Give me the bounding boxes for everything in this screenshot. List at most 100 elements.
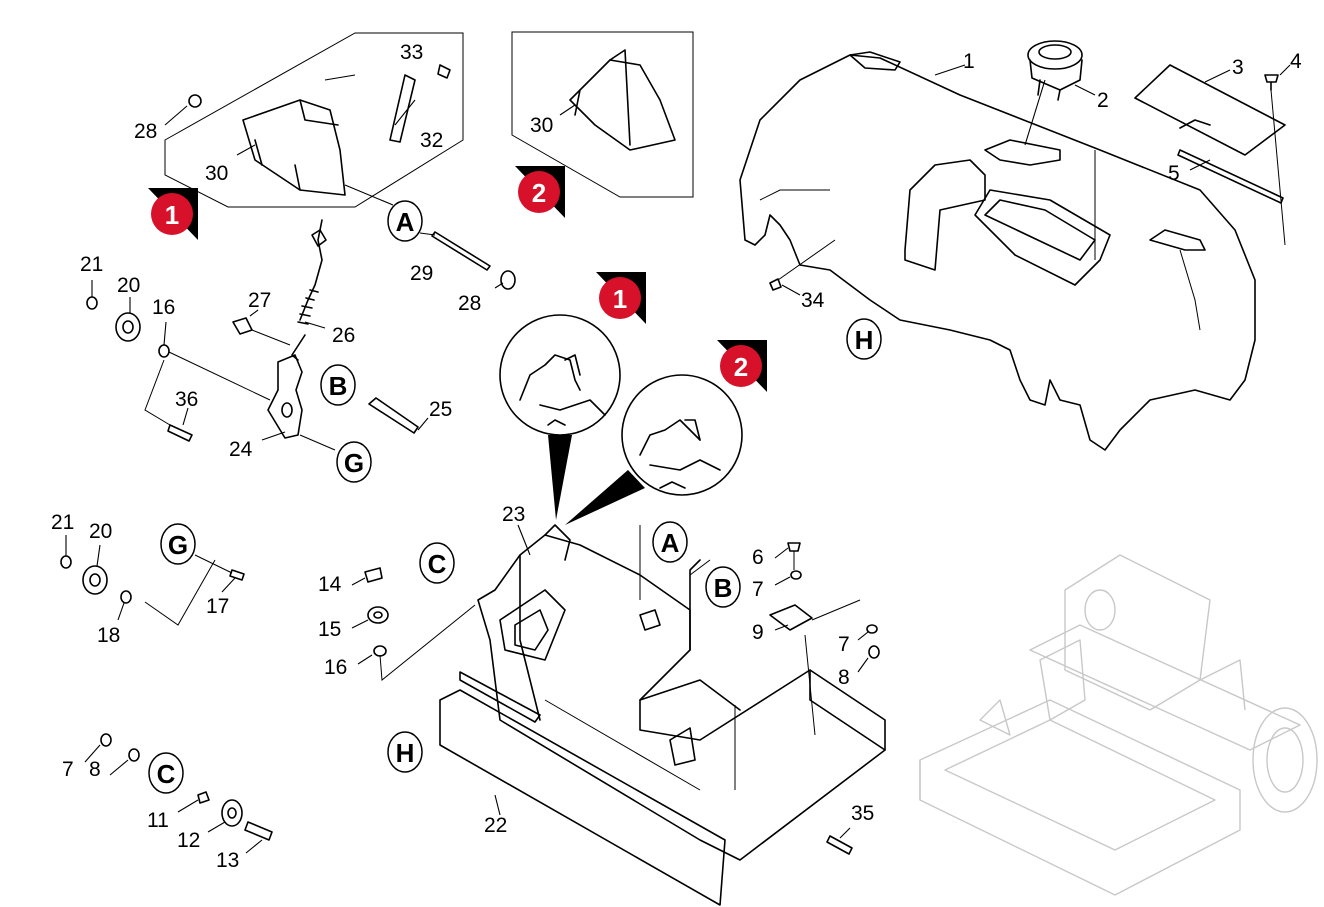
label-part-36: 36 [175, 388, 198, 411]
nut-21-lower [60, 535, 72, 569]
washer-18 [117, 559, 216, 626]
rod-29 [419, 231, 491, 271]
svg-text:G: G [168, 530, 188, 560]
bolt-13 [244, 821, 273, 854]
label-part-3: 3 [1232, 56, 1244, 79]
label-part-1: 1 [963, 50, 975, 73]
label-part-26: 26 [332, 324, 355, 347]
svg-text:1: 1 [165, 200, 179, 230]
label-part-25: 25 [429, 398, 452, 421]
screw-4 [1264, 64, 1291, 246]
overview-assembly-ghost [919, 554, 1318, 896]
label-part-8-left: 8 [89, 758, 101, 781]
label-part-30-frame1: 30 [205, 162, 228, 185]
svg-text:B: B [714, 573, 733, 603]
svg-text:2: 2 [532, 178, 546, 208]
label-part-12: 12 [177, 829, 200, 852]
zoom-detail-2 [565, 374, 743, 525]
svg-text:1: 1 [613, 284, 627, 314]
svg-text:B: B [329, 371, 348, 401]
label-part-8-right: 8 [838, 666, 850, 689]
label-part-20-upper: 20 [117, 274, 140, 297]
label-part-20-lower: 20 [89, 520, 112, 543]
stud-35 [826, 827, 853, 855]
svg-text:H: H [855, 325, 874, 355]
label-part-5: 5 [1168, 162, 1180, 185]
ref-B-lower: B [705, 566, 741, 608]
nut-21-upper [86, 280, 98, 310]
ref-B-upper: B [320, 364, 356, 406]
ref-A-upper: A [387, 200, 423, 242]
svg-text:H: H [396, 738, 415, 768]
label-part-7-upper: 7 [752, 578, 764, 601]
screw-6 [774, 542, 801, 570]
label-part-22: 22 [484, 814, 507, 837]
svg-text:2: 2 [734, 352, 748, 382]
bushing-15 [351, 606, 389, 629]
label-part-14: 14 [318, 573, 342, 596]
bracket-24 [261, 354, 336, 451]
fuel-cap [1027, 40, 1096, 101]
label-part-34: 34 [801, 289, 825, 312]
washer-16-upper [144, 321, 271, 426]
label-part-9: 9 [752, 621, 764, 644]
nut-8-right [857, 645, 880, 673]
label-part-33: 33 [400, 41, 423, 64]
side-plate-22 [439, 671, 726, 906]
bracket-9 [769, 599, 861, 736]
svg-text:C: C [428, 549, 447, 579]
label-part-15: 15 [318, 618, 341, 641]
label-part-17: 17 [206, 595, 229, 618]
washer-28 [494, 270, 516, 290]
svg-text:G: G [344, 448, 364, 478]
label-part-21-upper: 21 [80, 253, 103, 276]
nut-8-left [84, 733, 112, 763]
label-part-18: 18 [97, 624, 120, 647]
clip-27 [232, 309, 291, 346]
spacer-20-upper [115, 297, 141, 342]
ref-H-chassis: H [387, 731, 423, 773]
washer-16-lower [357, 604, 476, 681]
label-part-6: 6 [752, 546, 764, 569]
bolt-25 [368, 397, 429, 434]
ref-H-hood: H [846, 318, 882, 360]
cable-spring-26 [291, 219, 327, 361]
cover-plate [1134, 64, 1286, 156]
screw-34 [769, 239, 836, 296]
variant-markers: 1 2 1 2 [148, 166, 767, 392]
variant-marker-2-zoom: 2 [717, 340, 767, 392]
label-part-4: 4 [1290, 50, 1302, 73]
rod-5 [1177, 149, 1284, 204]
label-part-21-lower: 21 [51, 511, 74, 534]
variant-marker-1-frame: 1 [148, 188, 198, 240]
label-part-27: 27 [248, 289, 271, 312]
part-labels: 1 2 3 4 5 6 7 7 7 8 8 9 11 12 13 14 15 1… [51, 41, 1302, 872]
label-part-32: 32 [420, 129, 443, 152]
spacer-20-lower [82, 544, 108, 595]
label-part-28-upper: 28 [134, 120, 157, 143]
label-part-2: 2 [1097, 89, 1109, 112]
zoom-detail-1 [499, 314, 621, 520]
svg-text:A: A [661, 528, 680, 558]
label-part-13: 13 [216, 849, 239, 872]
pin-11 [177, 791, 210, 813]
label-part-29: 29 [410, 262, 433, 285]
screw-14 [351, 567, 383, 586]
variant-marker-2-frame: 2 [515, 166, 565, 218]
label-part-35: 35 [851, 802, 874, 825]
label-part-7-lower: 7 [838, 633, 850, 656]
ref-C-left: C [148, 752, 184, 794]
label-part-7-left: 7 [62, 758, 74, 781]
roller-12 [207, 799, 243, 833]
label-part-11: 11 [147, 809, 169, 832]
chassis-frame [477, 524, 886, 861]
washer-7-lower [857, 624, 878, 641]
label-part-24: 24 [229, 438, 253, 461]
ref-C-chassis: C [419, 542, 455, 584]
washer-7-upper [774, 570, 802, 586]
svg-text:A: A [396, 207, 415, 237]
label-part-23: 23 [502, 503, 525, 526]
variant-marker-1-zoom: 1 [596, 272, 646, 324]
svg-text:C: C [157, 759, 176, 789]
